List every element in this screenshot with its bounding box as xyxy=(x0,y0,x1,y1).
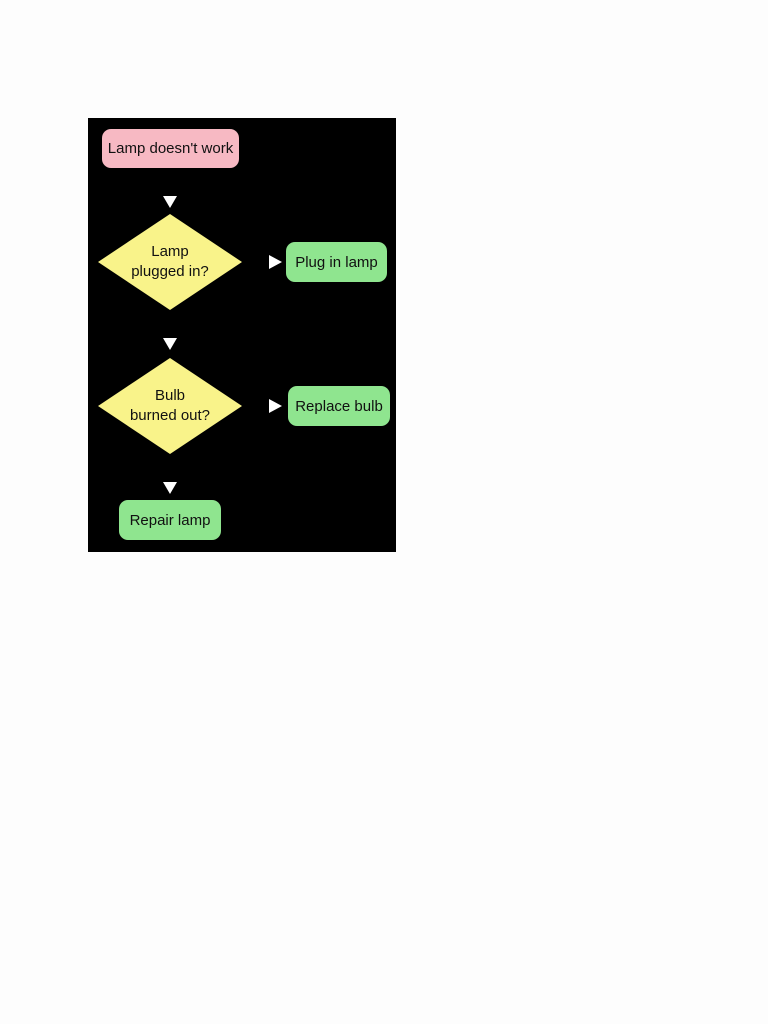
arrow-right-icon xyxy=(269,255,282,269)
decision-label-line: burned out? xyxy=(129,407,211,424)
action-node-label: Plug in lamp xyxy=(295,253,378,271)
start-node: Lamp doesn't work xyxy=(102,129,239,168)
flowchart-shapes xyxy=(98,196,282,494)
decision-label-line: Bulb xyxy=(154,387,186,404)
action-node-replace-bulb: Replace bulb xyxy=(288,386,390,426)
arrow-down-icon xyxy=(163,482,177,494)
action-node-label: Repair lamp xyxy=(129,511,211,529)
action-node-label: Replace bulb xyxy=(295,397,383,415)
decision-diamond-bulb-burned-out xyxy=(98,358,242,454)
decision-diamond-plugged-in xyxy=(98,214,242,310)
arrow-down-icon xyxy=(163,338,177,350)
flowchart-canvas: Lamp doesn't work Lamp plugged in? Bulb … xyxy=(88,118,396,552)
decision-label-bulb-burned-out: Bulb burned out? xyxy=(110,386,230,426)
decision-label-plugged-in: Lamp plugged in? xyxy=(110,242,230,282)
action-node-repair-lamp: Repair lamp xyxy=(119,500,221,540)
arrow-right-icon xyxy=(269,399,282,413)
start-node-label: Lamp doesn't work xyxy=(107,140,234,157)
decision-label-line: plugged in? xyxy=(131,263,209,280)
arrow-down-icon xyxy=(163,196,177,208)
decision-label-line: Lamp xyxy=(151,243,189,260)
action-node-plug-in-lamp: Plug in lamp xyxy=(286,242,387,282)
